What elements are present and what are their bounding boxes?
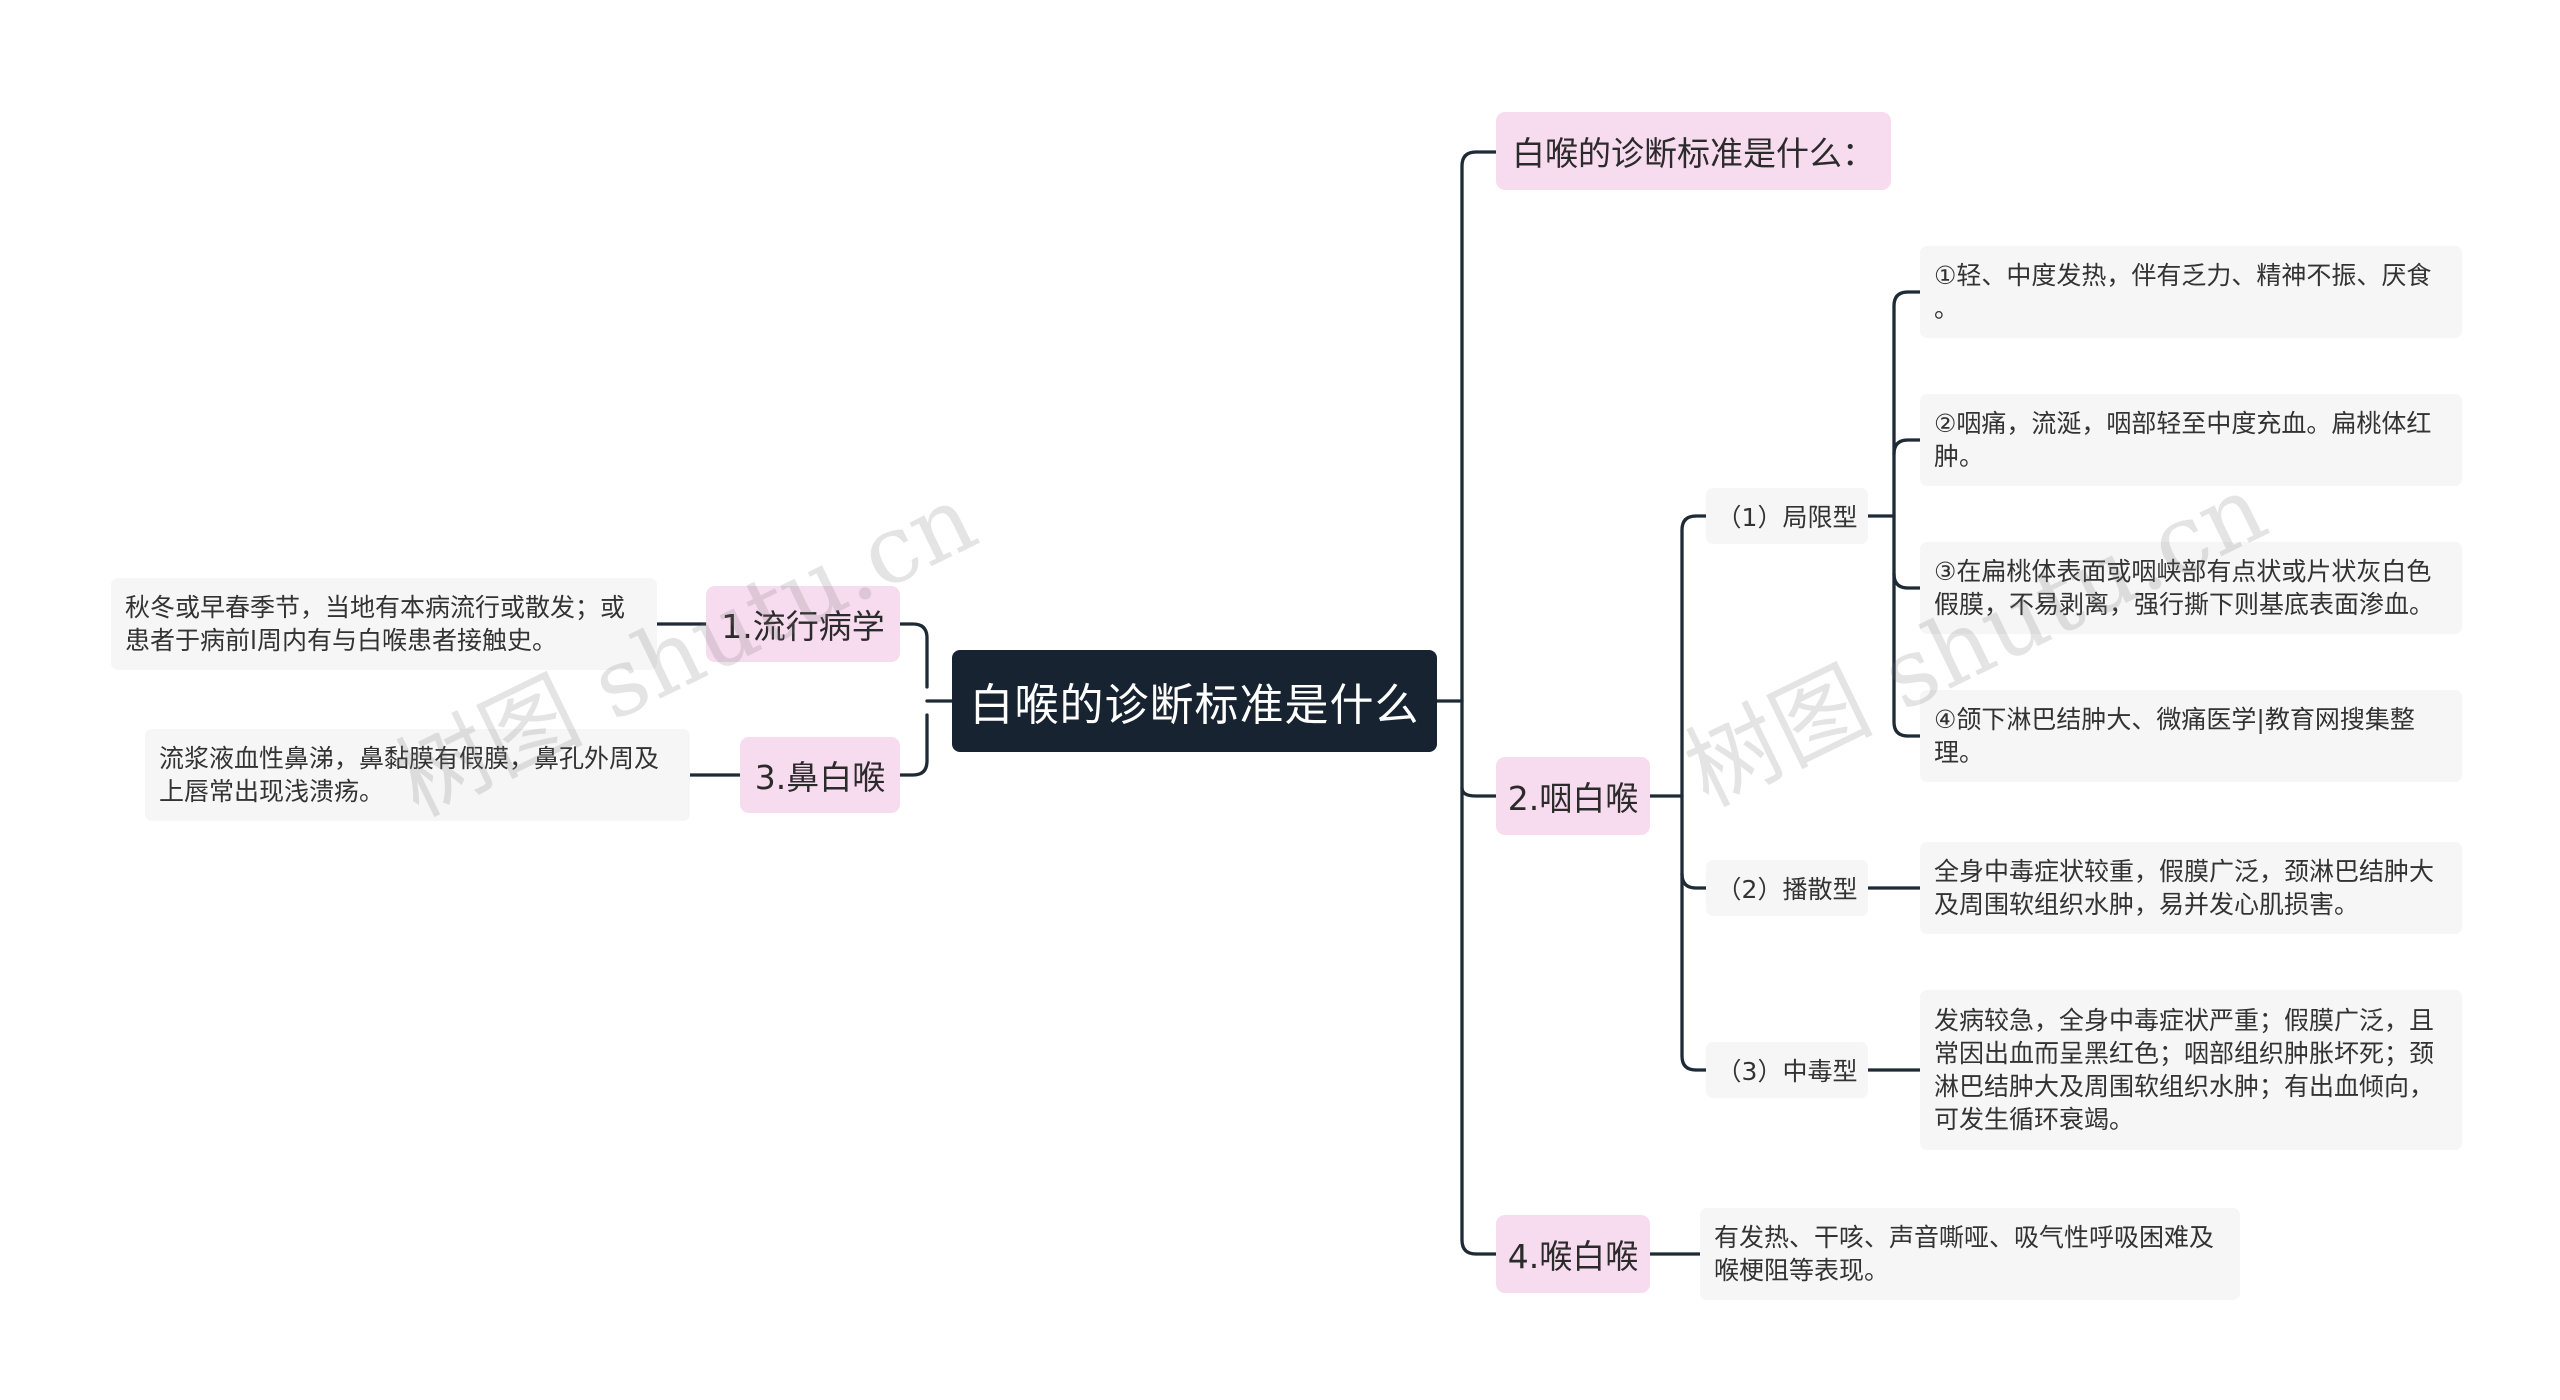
leaf-local-4-text: ④颌下淋巴结肿大、微痛医学|教育网搜集整 理。: [1934, 705, 2415, 767]
branch-nasal[interactable]: 3.鼻白喉: [740, 737, 900, 813]
link-local-leaf-3: [1892, 572, 1922, 590]
sub-spread-type-label: （2）播散型: [1716, 875, 1858, 904]
sub-local-type-label: （1）局限型: [1716, 503, 1858, 532]
branch-laryngeal[interactable]: 4.喉白喉: [1496, 1215, 1650, 1293]
root-topic-label: 白喉的诊断标准是什么: [969, 680, 1420, 731]
leaf-laryngeal-1-text: 有发热、干咳、声音嘶哑、吸气性呼吸困难及 喉梗阻等表现。: [1714, 1223, 2215, 1285]
sub-local-type[interactable]: （1）局限型: [1706, 488, 1868, 544]
leaf-laryngeal-1[interactable]: 有发热、干咳、声音嘶哑、吸气性呼吸困难及 喉梗阻等表现。: [1700, 1208, 2240, 1300]
branch-nasal-label: 3.鼻白喉: [754, 758, 886, 797]
branch-title-question-label: 白喉的诊断标准是什么：: [1512, 134, 1875, 173]
link-local-trunk: [1892, 290, 1910, 738]
link-local-leaf-2: [1892, 438, 1922, 456]
sub-toxic-type-label: （3）中毒型: [1716, 1057, 1858, 1086]
branch-epidemiology-label: 1.流行病学: [721, 607, 885, 646]
leaf-local-4[interactable]: ④颌下淋巴结肿大、微痛医学|教育网搜集整 理。: [1920, 690, 2462, 782]
leaf-spread-1-text: 全身中毒症状较重，假膜广泛，颈淋巴结肿大 及周围软组织水肿，易并发心肌损害。: [1934, 857, 2435, 919]
branch-pharyngeal-label: 2.咽白喉: [1507, 779, 1639, 818]
leaf-local-3-text: ③在扁桃体表面或咽峡部有点状或片状灰白色 假膜，不易剥离，强行撕下则基底表面渗血…: [1934, 557, 2435, 619]
link-pharyngeal-trunk: [1680, 514, 1698, 1072]
branch-laryngeal-label: 4.喉白喉: [1507, 1237, 1639, 1276]
leaf-toxic-1[interactable]: 发病较急，全身中毒症状严重；假膜广泛，且 常因出血而呈黑红色；咽部组织肿胀坏死；…: [1920, 990, 2462, 1150]
leaf-spread-1[interactable]: 全身中毒症状较重，假膜广泛，颈淋巴结肿大 及周围软组织水肿，易并发心肌损害。: [1920, 842, 2462, 934]
root-topic[interactable]: 白喉的诊断标准是什么: [952, 650, 1437, 752]
link-right-to-pharyngeal: [1460, 786, 1498, 798]
leaf-local-3[interactable]: ③在扁桃体表面或咽峡部有点状或片状灰白色 假膜，不易剥离，强行撕下则基底表面渗血…: [1920, 542, 2462, 634]
branch-title-question[interactable]: 白喉的诊断标准是什么：: [1496, 112, 1891, 190]
leaf-nasal-1-text: 流浆液血性鼻涕，鼻黏膜有假膜，鼻孔外周及 上唇常出现浅溃疡。: [159, 744, 660, 806]
leaf-local-1-text: ①轻、中度发热，伴有乏力、精神不振、厌食 。: [1934, 261, 2432, 323]
sub-spread-type[interactable]: （2）播散型: [1706, 860, 1868, 916]
leaf-nasal-1[interactable]: 流浆液血性鼻涕，鼻黏膜有假膜，鼻孔外周及 上唇常出现浅溃疡。: [145, 729, 690, 821]
leaf-local-2-text: ②咽痛，流涎，咽部轻至中度充血。扁桃体红 肿。: [1934, 409, 2432, 471]
branch-epidemiology[interactable]: 1.流行病学: [706, 586, 900, 662]
link-left-trunk: [898, 622, 929, 777]
sub-toxic-type[interactable]: （3）中毒型: [1706, 1042, 1868, 1098]
link-right-trunk: [1460, 150, 1478, 1256]
link-to-spread: [1680, 872, 1708, 890]
branch-pharyngeal[interactable]: 2.咽白喉: [1496, 757, 1650, 835]
leaf-toxic-1-text: 发病较急，全身中毒症状严重；假膜广泛，且 常因出血而呈黑红色；咽部组织肿胀坏死；…: [1934, 1006, 2435, 1134]
leaf-epidemiology-1[interactable]: 秋冬或早春季节，当地有本病流行或散发；或 患者于病前l周内有与白喉患者接触史。: [111, 578, 657, 670]
leaf-local-1[interactable]: ①轻、中度发热，伴有乏力、精神不振、厌食 。: [1920, 246, 2462, 338]
leaf-local-2[interactable]: ②咽痛，流涎，咽部轻至中度充血。扁桃体红 肿。: [1920, 394, 2462, 486]
leaf-epidemiology-1-text: 秋冬或早春季节，当地有本病流行或散发；或 患者于病前l周内有与白喉患者接触史。: [125, 593, 626, 655]
